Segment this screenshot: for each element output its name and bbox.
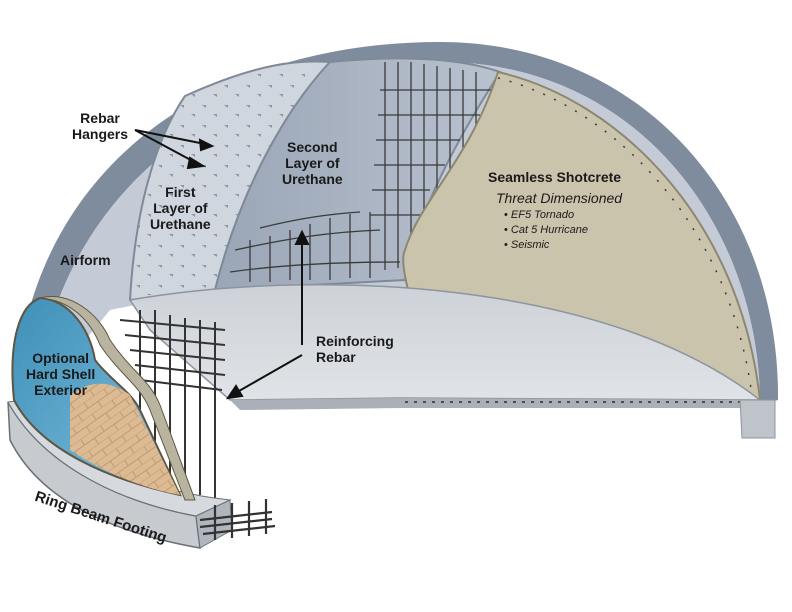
airform-label: Airform xyxy=(60,252,111,268)
threat-item: Cat 5 Hurricane xyxy=(504,223,588,238)
footing-right xyxy=(740,400,775,438)
shotcrete-title: Seamless Shotcrete xyxy=(488,169,621,185)
threat-item: Seismic xyxy=(504,238,588,253)
floor-edge xyxy=(230,398,770,410)
threat-list: EF5 Tornado Cat 5 Hurricane Seismic xyxy=(504,208,588,253)
threat-item: EF5 Tornado xyxy=(504,208,588,223)
shotcrete-subtitle: Threat Dimensioned xyxy=(496,190,622,206)
